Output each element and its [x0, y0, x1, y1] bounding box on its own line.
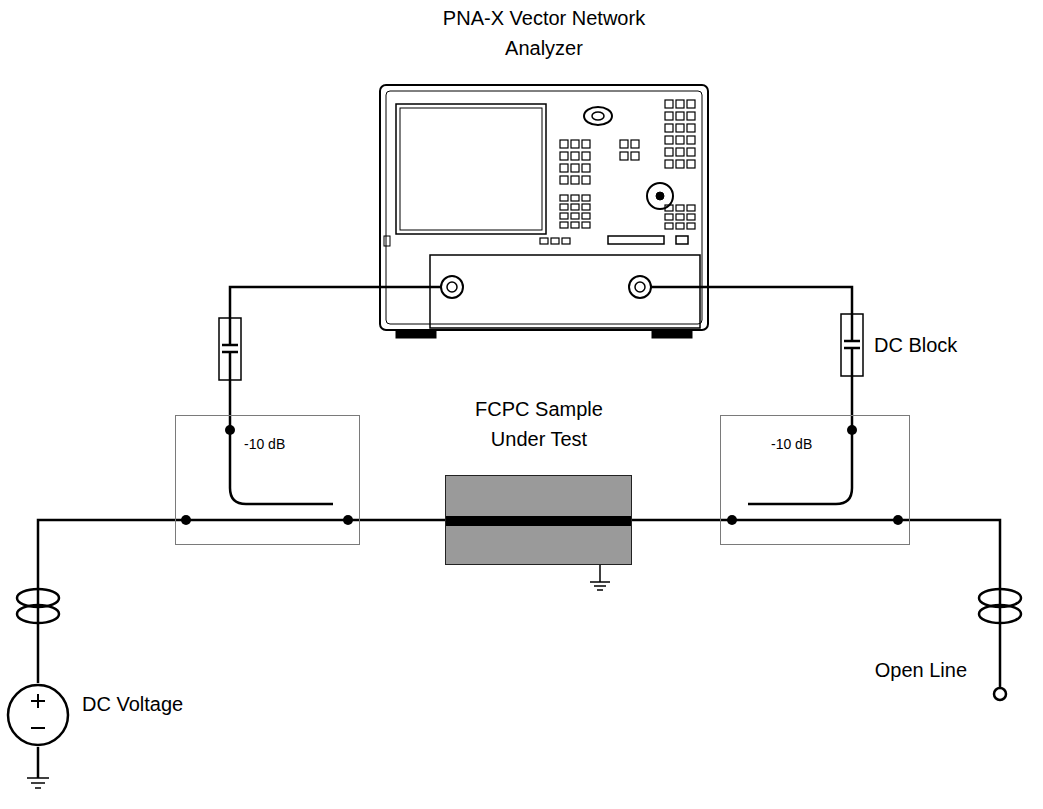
terminal-symbol	[993, 687, 1007, 701]
ground-symbol	[590, 565, 610, 590]
terminal-label: Open Line	[875, 655, 967, 685]
source-symbol	[6, 683, 70, 747]
coax-wire	[632, 519, 720, 522]
dc-block-symbol	[219, 318, 241, 380]
sample-under-test: FCPC Sample Under Test	[445, 475, 632, 565]
conductor-strip	[446, 516, 631, 526]
instrument-body: PNA-X Vector Network Analyzer	[380, 85, 708, 330]
open-terminal: Open Line	[993, 687, 1007, 701]
coax-wire	[708, 287, 852, 415]
source-label: DC Voltage	[82, 689, 183, 719]
coax-wire	[360, 519, 445, 522]
sample-label: FCPC Sample Under Test	[464, 394, 614, 454]
cable-coil	[979, 589, 1021, 623]
dc-voltage-source: DC Voltage	[6, 683, 70, 747]
directional-coupler: -10 dB	[720, 415, 910, 545]
cable-coil	[17, 589, 59, 623]
dc-block-label: DC Block	[874, 330, 957, 360]
network-analyzer	[380, 85, 708, 338]
coax-wire	[230, 287, 380, 415]
instrument-label: PNA-X Vector Network Analyzer	[424, 3, 664, 63]
ground-symbol	[27, 747, 49, 788]
dc-block-symbol	[841, 314, 863, 376]
coupling-value: -10 dB	[771, 434, 812, 455]
directional-coupler: -10 dB	[175, 415, 360, 545]
coupling-value: -10 dB	[244, 434, 285, 455]
